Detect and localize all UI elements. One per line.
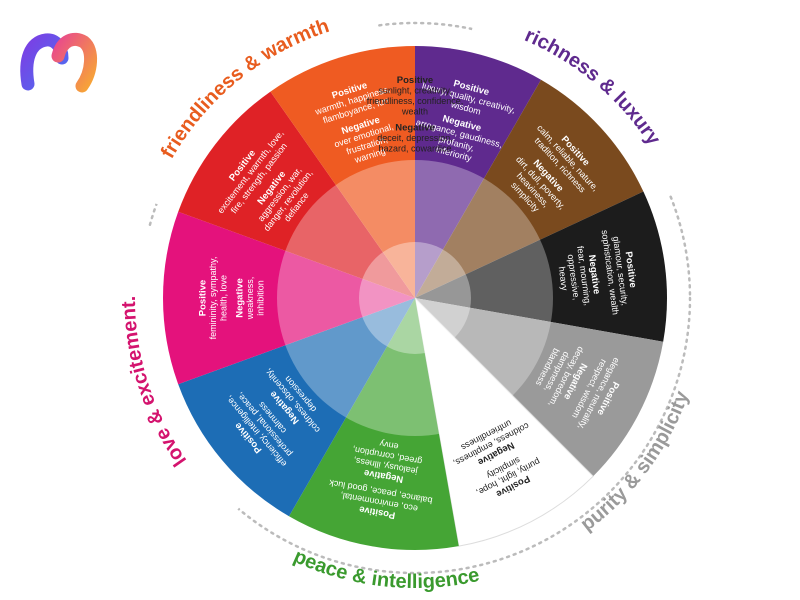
ring-label-bg	[263, 537, 509, 600]
segment-red	[178, 91, 415, 298]
segment-keywords: inhibition	[255, 280, 265, 316]
ring-label-bg	[532, 336, 716, 573]
segment-keywords: deceit, depression,	[377, 133, 453, 143]
segment-pink	[163, 211, 415, 385]
segment-green	[289, 298, 459, 550]
inner-ring	[277, 160, 553, 436]
segment-purple	[415, 45, 541, 298]
segment-heading: Negative	[234, 278, 245, 318]
segment-keywords: sunlight, creativity,	[378, 86, 451, 96]
segment-orange	[270, 45, 415, 298]
segment-heading: Negative	[395, 123, 435, 134]
m-logo-icon	[18, 20, 102, 104]
segment-keywords: heavy	[557, 266, 570, 292]
segment-brown	[415, 79, 644, 298]
segment-heading: Positive	[397, 75, 433, 86]
segment-keywords: health, love	[219, 275, 229, 321]
ring-label-bg	[470, 11, 687, 199]
center-disc	[359, 242, 471, 354]
segment-keywords: weakness,	[245, 277, 255, 321]
segment-keywords: femininity, sympathy,	[208, 257, 218, 340]
segment-keywords: friendliness, confidence,	[367, 96, 464, 106]
group-label-peace: peace & intelligence	[290, 545, 481, 593]
segment-keywords: hazard, cowardice	[378, 144, 451, 154]
wheel-center	[277, 160, 553, 436]
segment-heading: Negative	[586, 254, 602, 295]
segment-heading: Positive	[198, 280, 209, 316]
segment-keywords: envy	[378, 439, 399, 452]
wheel-segments	[163, 45, 667, 550]
ring-label-bg	[139, 7, 378, 207]
segment-heading: Positive	[623, 251, 639, 289]
segment-gray	[415, 298, 664, 477]
segment-keywords: wealth	[401, 107, 428, 117]
segment-black	[415, 191, 667, 342]
segment-blue	[178, 298, 415, 517]
segment-white	[414, 296, 594, 547]
ring-label-bg	[122, 222, 244, 523]
